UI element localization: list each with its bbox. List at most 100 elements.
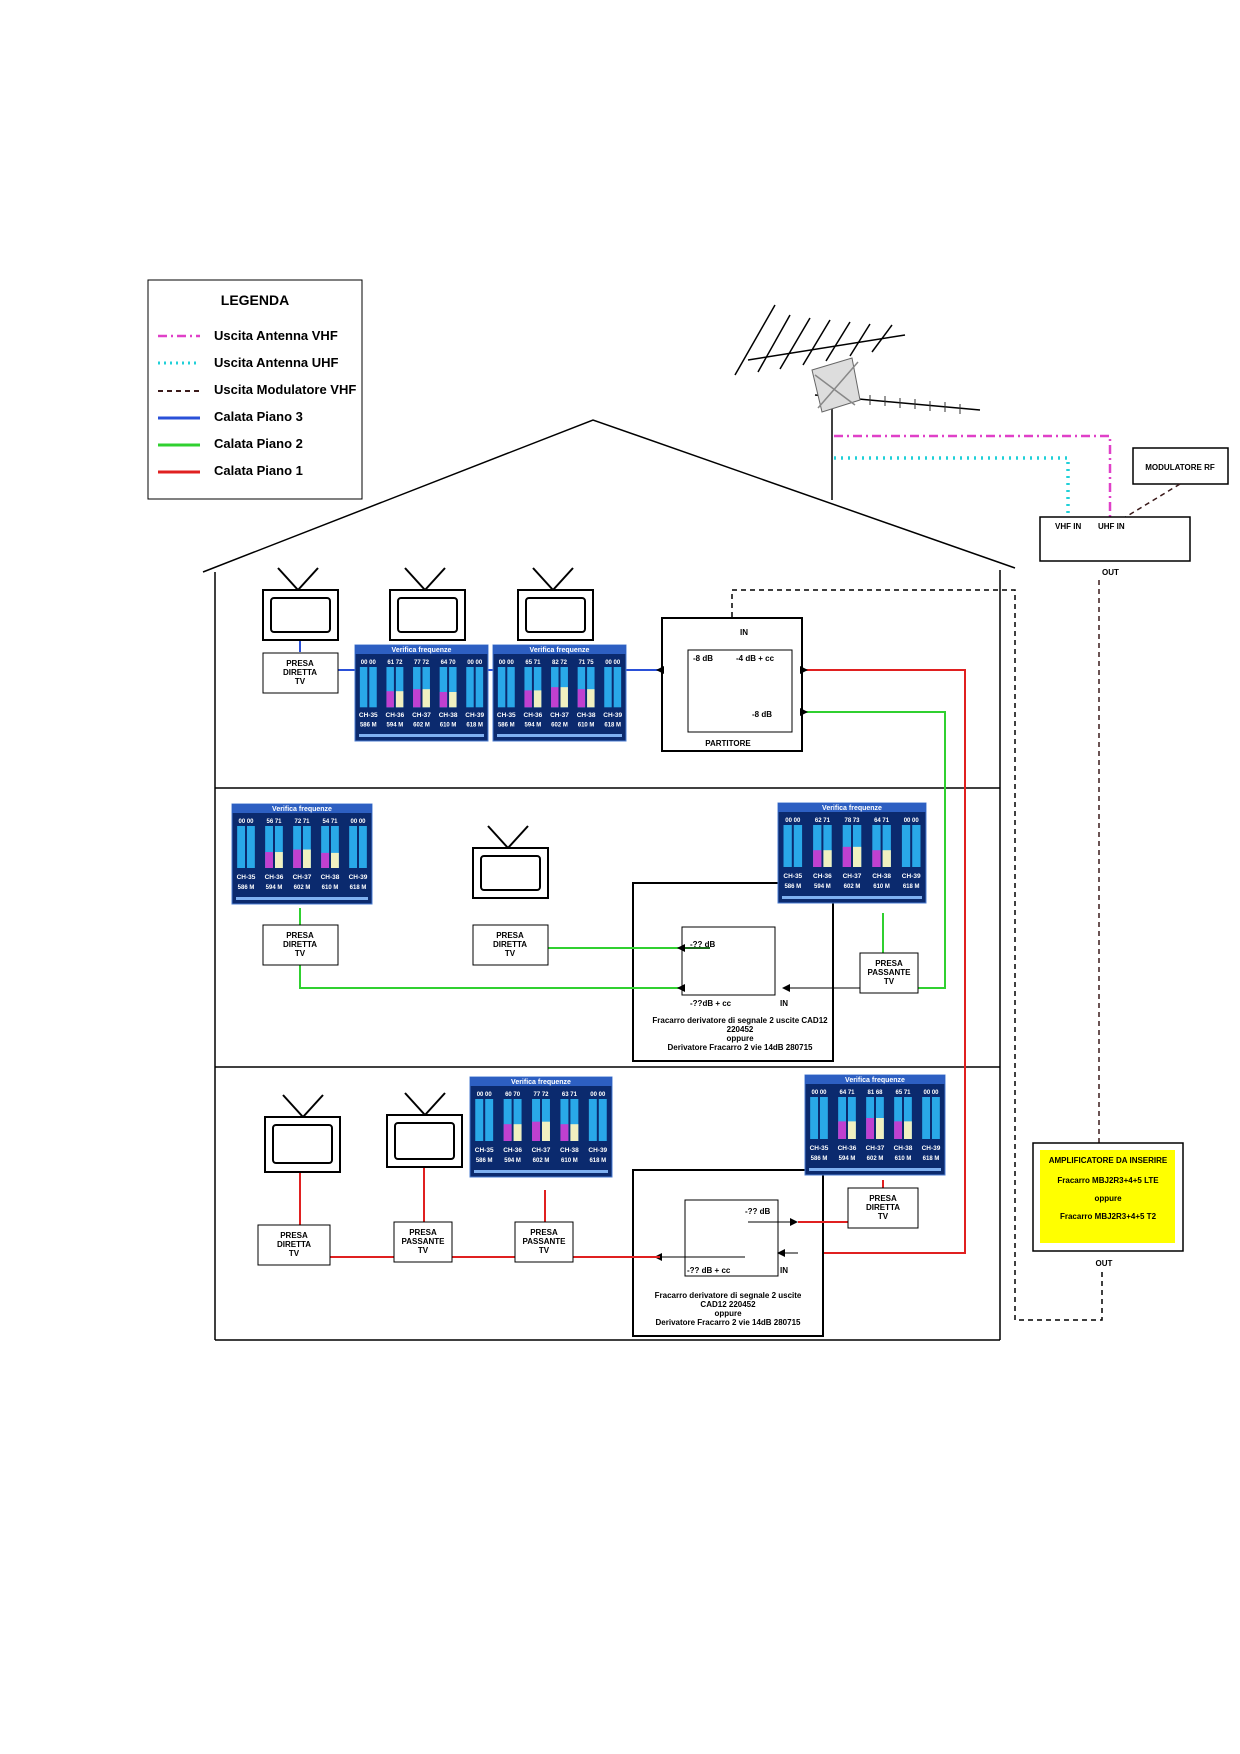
- meter-title: Verifica frequenze: [822, 805, 882, 812]
- meter-bar-bg: [265, 826, 273, 868]
- meter-bar-level: [904, 1121, 912, 1139]
- meter-title-bar: [493, 645, 626, 654]
- uhf-reflector-line: [817, 361, 859, 409]
- meter-frequency: 610 M: [578, 723, 595, 729]
- svg-text:DIRETTA: DIRETTA: [283, 940, 317, 949]
- amplifier-line1: AMPLIFICATORE DA INSERIRE: [1049, 1156, 1168, 1165]
- floor3-outlet-direct: PRESA DIRETTA TV: [262, 652, 339, 694]
- meter-footer-bar: [782, 896, 922, 899]
- splitter-red-arrow: [800, 666, 808, 674]
- meter-title-bar: [232, 804, 372, 813]
- floor1-outlet-pass-b: PRESA PASSANTE TV: [514, 1221, 574, 1263]
- meter-frequency: 602 M: [867, 1156, 884, 1162]
- meter-frequency: 594 M: [525, 723, 542, 729]
- meter-value: 64 71: [839, 1090, 855, 1096]
- meter-bar-level: [533, 690, 542, 708]
- meter-value: 00 00: [477, 1092, 493, 1098]
- meter-bar-level: [866, 1118, 874, 1139]
- meter-bar-bg: [359, 667, 368, 708]
- svg-text:DIRETTA: DIRETTA: [866, 1203, 900, 1212]
- meter-bar-bg: [359, 826, 367, 868]
- meter-bar-bg: [247, 826, 255, 868]
- derivator2-caption-1: Fracarro derivatore di segnale 2 uscite …: [652, 1016, 828, 1025]
- vhf-element: [825, 321, 851, 362]
- uhf-directors: [869, 395, 961, 414]
- meter-value: 00 00: [811, 1090, 827, 1096]
- meter-bar-bg: [588, 1099, 597, 1141]
- meter-channel: CH-37: [532, 1147, 551, 1154]
- meter-bar-level: [894, 1121, 902, 1139]
- meter-title: Verifica frequenze: [530, 647, 590, 654]
- meter-value: 00 00: [467, 660, 483, 666]
- svg-text:TV: TV: [295, 949, 306, 958]
- floor2-tv: [472, 825, 549, 899]
- amplifier-line4: Fracarro MBJ2R3+4+5 T2: [1060, 1212, 1157, 1221]
- derivator1-inner: [684, 1199, 779, 1277]
- meter-channel: CH-36: [503, 1147, 522, 1154]
- derivator-floor2: -?? dB -??dB + cc IN Fracarro derivatore…: [632, 882, 834, 1062]
- meter-bar-level: [872, 850, 881, 867]
- svg-text:TV: TV: [884, 977, 895, 986]
- meter-channel: CH-39: [922, 1145, 941, 1152]
- meter-channel: CH-35: [237, 874, 256, 881]
- meter-channel: CH-37: [866, 1145, 885, 1152]
- meter-screen-bg: [492, 644, 627, 742]
- floor3-tv-2: [389, 567, 466, 641]
- legend-vhf-label: Uscita Antenna VHF: [214, 328, 338, 343]
- meter-screen-bg: [231, 803, 373, 905]
- antenna: [734, 304, 981, 500]
- meter-bar-level: [331, 852, 339, 868]
- floor2-drop-line: [800, 711, 946, 989]
- svg-text:TV: TV: [418, 1246, 429, 1255]
- splitter-in-label: IN: [740, 628, 748, 637]
- meter-value: 64 71: [874, 818, 890, 824]
- meter-channel: CH-38: [577, 712, 596, 719]
- meter-bar-bg: [823, 825, 832, 867]
- modulator-link: [1123, 483, 1181, 519]
- meter-frequency: 610 M: [440, 723, 457, 729]
- legend-floor1-label: Calata Piano 1: [214, 463, 303, 478]
- legend: LEGENDA Uscita Antenna VHF Uscita Antenn…: [147, 279, 363, 500]
- meter-bar-bg: [894, 1097, 902, 1139]
- meter-bar-bg: [848, 1097, 856, 1139]
- meter-title: Verifica frequenze: [272, 806, 332, 813]
- meter-footer-bar: [236, 897, 368, 900]
- meter-bar-level: [813, 850, 822, 867]
- meter-channel: CH-39: [349, 874, 368, 881]
- meter-bar-level: [422, 689, 430, 708]
- meter-value: 64 70: [441, 660, 457, 666]
- meter-frequency: 602 M: [294, 885, 311, 891]
- meter-bar-bg: [466, 667, 474, 708]
- meter-value: 00 00: [923, 1090, 939, 1096]
- meter-bar-level: [275, 852, 283, 868]
- meter-value: 00 00: [605, 660, 621, 666]
- legend-floor2-label: Calata Piano 2: [214, 436, 303, 451]
- svg-text:DIRETTA: DIRETTA: [493, 940, 527, 949]
- meter-bar-bg: [507, 667, 515, 708]
- meter-title-bar: [778, 803, 926, 812]
- modulator-label: MODULATORE RF: [1145, 463, 1215, 472]
- derivator1-caption-2: CAD12 220452: [700, 1300, 756, 1309]
- meter-bar-bg: [439, 667, 448, 708]
- vhf-element: [871, 324, 893, 353]
- derivator2-through: -??dB + cc: [690, 999, 732, 1008]
- svg-text:PASSANTE: PASSANTE: [868, 968, 912, 977]
- meter-bar-level: [265, 852, 273, 868]
- floor1-outlet-direct-left: PRESA DIRETTA TV: [257, 1224, 331, 1266]
- meter-bar-bg: [497, 667, 506, 708]
- meter-bar-bg: [842, 825, 851, 867]
- meter-frequency: 586 M: [784, 884, 801, 890]
- amp-to-splitter-line: [731, 589, 1103, 1321]
- meter-bar-level: [876, 1118, 884, 1139]
- meter-bar-level: [532, 1121, 540, 1141]
- derivator1-through: -?? dB + cc: [687, 1266, 731, 1275]
- meter-bar-level: [293, 849, 301, 868]
- meter-channel: CH-36: [838, 1145, 857, 1152]
- meter-value: 54 71: [322, 819, 338, 825]
- meter-bar-bg: [613, 667, 622, 708]
- derivator1-tap: -?? dB: [745, 1207, 771, 1216]
- meter-bar-bg: [904, 1097, 912, 1139]
